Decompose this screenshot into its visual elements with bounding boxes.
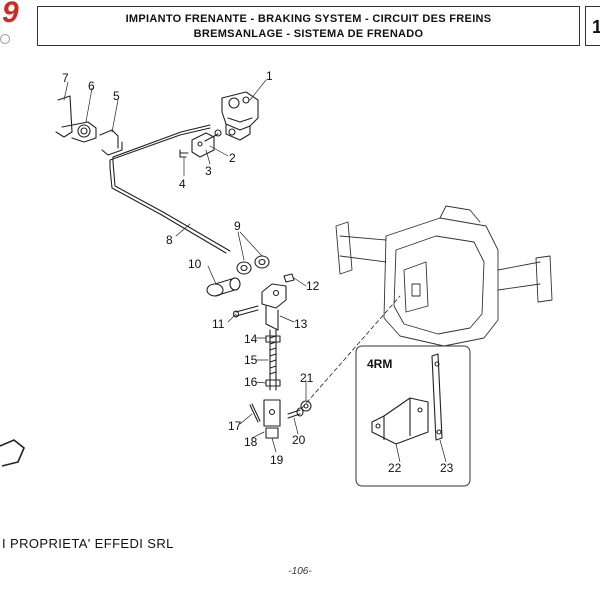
callout-10: 10 <box>188 257 202 271</box>
clevis-13-part <box>261 283 287 309</box>
bolt-11-part <box>235 305 259 317</box>
callout-4: 4 <box>179 177 186 191</box>
callout-2: 2 <box>229 151 236 165</box>
callout-11: 11 <box>212 317 225 331</box>
strap-23-part <box>431 353 443 441</box>
callout-16: 16 <box>244 375 258 389</box>
bushing-9a-part <box>236 261 252 275</box>
callout-5: 5 <box>113 89 120 103</box>
title-line-2: BREMSANLAGE - SISTEMA DE FRENADO <box>193 28 424 40</box>
brake-valve-part <box>221 91 259 141</box>
clamp-7-part <box>55 95 73 138</box>
callout-15: 15 <box>244 353 258 367</box>
washer-21-part <box>300 400 312 412</box>
axle-housing-part <box>335 205 553 347</box>
exploded-parts-diagram: 1 2 3 4 5 6 7 8 9 10 11 12 13 14 15 16 1… <box>0 69 553 487</box>
callout-20: 20 <box>292 433 306 447</box>
bolt-part <box>179 149 189 158</box>
pin-20-part <box>287 409 301 419</box>
bushing-6-part <box>77 124 91 138</box>
callout-23: 23 <box>440 461 454 475</box>
callout-6: 6 <box>88 79 95 93</box>
page-title: IMPIANTO FRENANTE - BRAKING SYSTEM - CIR… <box>37 6 580 46</box>
inset-4rm: 4RM 22 23 <box>355 345 471 487</box>
callout-22: 22 <box>388 461 402 475</box>
brake-rod-part <box>109 161 231 254</box>
callout-9: 9 <box>234 219 241 233</box>
clamp-5-part <box>99 129 123 156</box>
callout-labels: 1 2 3 4 5 6 7 8 9 10 11 12 13 14 15 16 1… <box>62 69 320 467</box>
callout-17: 17 <box>228 419 242 433</box>
callout-8: 8 <box>166 233 173 247</box>
page-number: -106- <box>288 566 312 577</box>
logo-ring-icon <box>0 34 10 44</box>
brand-logo: 9 <box>0 0 30 44</box>
callout-18: 18 <box>244 435 258 449</box>
title-line-1: IMPIANTO FRENANTE - BRAKING SYSTEM - CIR… <box>125 13 492 25</box>
section-tab-label: 1 <box>592 17 600 37</box>
callout-19: 19 <box>270 453 284 467</box>
callout-7: 7 <box>62 71 69 85</box>
section-tab: 1 <box>585 6 600 46</box>
callout-12: 12 <box>306 279 320 293</box>
callout-14: 14 <box>244 332 258 346</box>
valve-bracket-part <box>191 132 215 158</box>
bushing-9b-part <box>254 255 270 269</box>
callout-1: 1 <box>266 69 273 83</box>
copyright-text: I PROPRIETA' EFFEDI SRL <box>2 536 174 551</box>
logo-glyph: 9 <box>2 0 19 29</box>
inset-label: 4RM <box>367 357 392 371</box>
callout-13: 13 <box>294 317 308 331</box>
callout-3: 3 <box>205 164 212 178</box>
nut-12-part <box>283 273 295 283</box>
partial-figure-edge <box>0 439 25 467</box>
callout-21: 21 <box>300 371 314 385</box>
lower-clevis-part <box>263 399 281 427</box>
bracket-22-part <box>371 397 429 445</box>
split-pin-part <box>249 403 261 423</box>
